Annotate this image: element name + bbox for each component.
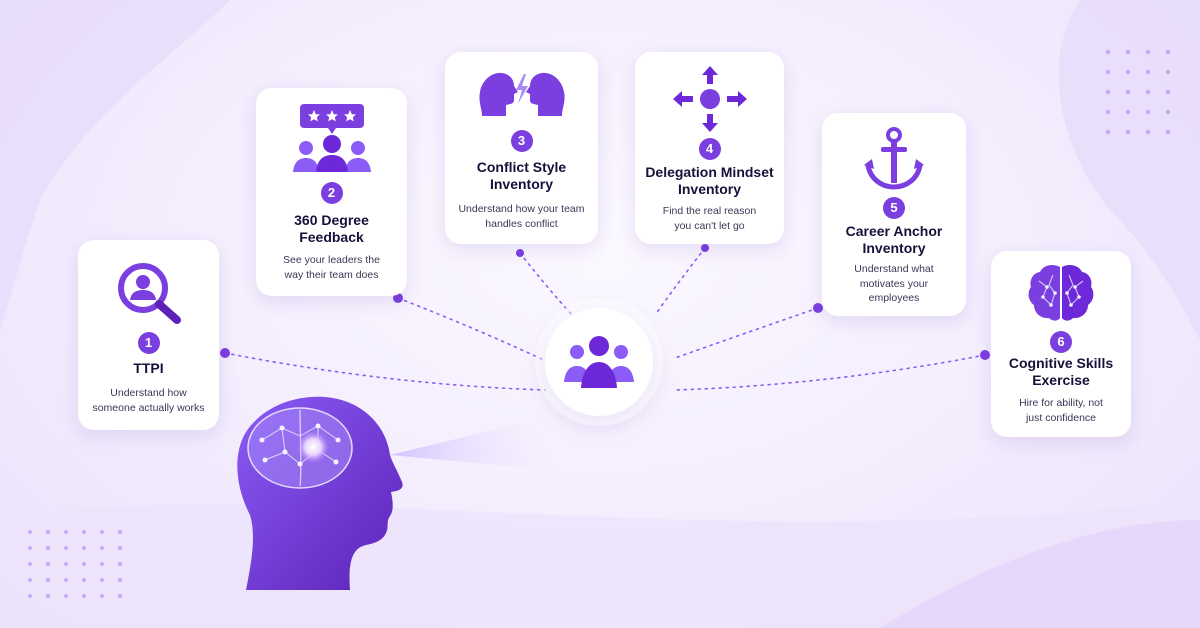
- bg-blob-left: [0, 0, 230, 330]
- bg-blob-right: [1058, 0, 1200, 340]
- thought-beam: [390, 415, 555, 470]
- connector-1: [224, 352, 546, 391]
- connector-6: [674, 354, 986, 391]
- connector-2: [397, 297, 549, 363]
- card-number-badge: 2: [320, 182, 343, 204]
- card-number-badge: 3: [510, 130, 533, 152]
- connector-3: [519, 252, 573, 316]
- card-number-badge: 6: [1050, 331, 1072, 353]
- card-title: Delegation Mindset Inventory: [645, 164, 774, 197]
- card-description: See your leaders the way their team does: [283, 254, 380, 281]
- card-title: Career Anchor Inventory: [845, 223, 943, 256]
- connector-5: [674, 307, 819, 359]
- card-delegation-mindset-inventory: 4 Delegation Mindset Inventory Find the …: [635, 52, 784, 244]
- delegation-arrows-icon: [672, 66, 747, 132]
- card-number-badge: 5: [883, 197, 905, 219]
- bg-wave-bottom-right: [880, 520, 1200, 628]
- card-number-badge: 1: [137, 332, 160, 354]
- card-title: Cognitive Skills Exercise: [1008, 355, 1114, 388]
- card-description: Understand what motivates your employees: [854, 263, 934, 304]
- conflict-heads-icon: [478, 72, 565, 116]
- connector-dots: [220, 244, 990, 360]
- card-number-badge: 4: [698, 138, 721, 160]
- card-cognitive-skills-exercise: 6 Cognitive Skills Exercise Hire for abi…: [991, 251, 1131, 437]
- card-title: Conflict Style Inventory: [476, 159, 567, 192]
- brain-icon: [1028, 264, 1094, 321]
- connectors: [224, 247, 986, 391]
- dot-grid-bottom-left: [28, 530, 122, 598]
- brain-glow: [297, 431, 329, 463]
- head-illustration: [237, 396, 403, 590]
- card-career-anchor-inventory: 5 Career Anchor Inventory Understand wha…: [822, 113, 966, 316]
- card-title: TTPI: [133, 360, 164, 376]
- connector-4: [654, 247, 706, 316]
- card-description: Understand how someone actually works: [92, 387, 205, 414]
- card-ttpi: 1 TTPI Understand how someone actually w…: [78, 240, 219, 430]
- search-person-icon: [117, 263, 181, 324]
- card-title: 360 Degree Feedback: [294, 212, 369, 245]
- feedback-stars-icon: [292, 104, 371, 172]
- card-description: Find the real reason you can't let go: [662, 205, 757, 232]
- card-360-degree-feedback: 2 360 Degree Feedback See your leaders t…: [256, 88, 407, 296]
- card-description: Understand how your team handles conflic…: [458, 203, 585, 230]
- card-description: Hire for ability, not just confidence: [1019, 397, 1103, 424]
- card-conflict-style-inventory: 3 Conflict Style Inventory Understand ho…: [445, 52, 598, 244]
- team-icon: [564, 336, 634, 388]
- dot-grid-top-right: [1105, 49, 1171, 135]
- anchor-icon: [864, 127, 924, 190]
- center-hub: [545, 308, 653, 416]
